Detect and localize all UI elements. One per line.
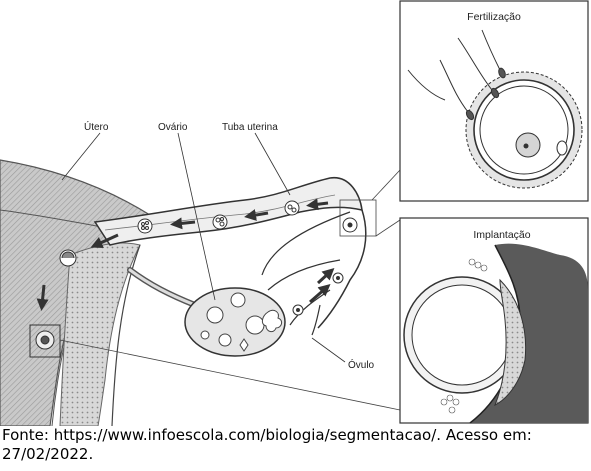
- ovary: [127, 267, 286, 357]
- label-ovulo: Óvulo: [348, 358, 375, 371]
- label-ovario: Ovário: [158, 122, 188, 133]
- implantation-title: Implantação: [473, 229, 530, 241]
- label-leaders: [61, 132, 346, 363]
- movement-arrows: [36, 198, 335, 311]
- uterus: [0, 159, 152, 426]
- zoom-connectors: [59, 169, 401, 411]
- source-caption: Fonte: https://www.infoescola.com/biolog…: [2, 426, 532, 463]
- label-utero: Útero: [84, 120, 109, 133]
- fertilization-title: Fertilização: [467, 11, 521, 23]
- reproduction-diagram: Útero Ovário Tuba uterina Óvulo Fertiliz…: [0, 0, 589, 426]
- embryo-cells: [29, 200, 358, 358]
- implantation-panel: Implantação: [399, 217, 589, 424]
- fertilization-panel: Fertilização: [399, 0, 589, 202]
- label-tuba: Tuba uterina: [222, 122, 278, 133]
